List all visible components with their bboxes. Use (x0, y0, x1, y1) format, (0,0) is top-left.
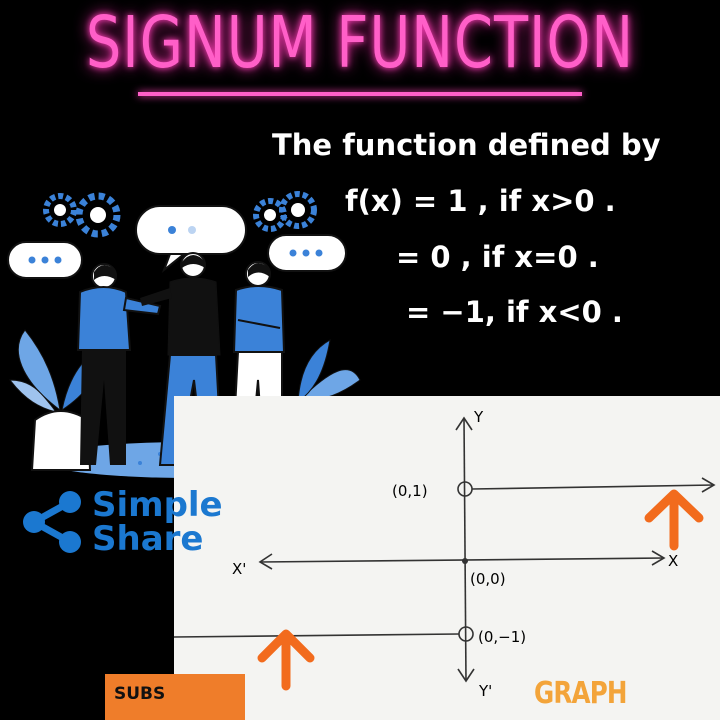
axis-y-label: Y (473, 408, 484, 426)
definition-line-3: = −1, if x<0 . (406, 295, 623, 329)
title-underline (138, 92, 582, 96)
x-axis (259, 557, 665, 563)
line-positive-arrow (701, 477, 716, 493)
brand-line-1: Simple (92, 485, 223, 525)
speech-bubble-icon (7, 241, 83, 279)
point-lower-label: (0,−1) (478, 628, 526, 646)
definition-line-1: f(x) = 1 , if x>0 . (345, 184, 616, 218)
definition-line-2: = 0 , if x=0 . (396, 240, 599, 274)
gear-icon (43, 193, 77, 227)
y-axis-neg-arrow (457, 668, 475, 683)
subscribe-button[interactable] (105, 674, 245, 720)
axis-x-neg-label: X' (232, 560, 246, 578)
brand-name: Simple Share (92, 488, 223, 556)
line-negative (174, 633, 460, 638)
subscribe-label: SUBS (114, 684, 166, 704)
y-axis (463, 417, 467, 682)
axis-x-label: X (668, 552, 678, 570)
axis-y-neg-label: Y' (478, 682, 492, 700)
up-arrow-icon (257, 629, 315, 691)
page-title: SIGNUM FUNCTION (85, 0, 635, 85)
gear-icon (75, 192, 121, 238)
up-arrow-icon (644, 489, 704, 551)
line-positive (471, 484, 715, 490)
graph-label: GRAPH (534, 676, 628, 711)
share-icon (23, 491, 81, 553)
origin-point (462, 558, 468, 564)
person-left (76, 263, 162, 465)
brand-line-2: Share (92, 519, 204, 559)
gear-icon (253, 198, 287, 232)
x-axis-arrow (651, 550, 666, 566)
y-axis-arrow (455, 416, 473, 431)
gear-icon (279, 191, 317, 229)
speech-bubble-icon (267, 234, 347, 272)
point-upper-label: (0,1) (392, 482, 428, 500)
signum-graph: Y Y' X X' (0,1) (0,0) (0,−1) (174, 408, 716, 700)
x-axis-neg-arrow (258, 553, 273, 570)
definition-heading: The function defined by (272, 128, 661, 162)
point-origin-label: (0,0) (470, 570, 506, 588)
